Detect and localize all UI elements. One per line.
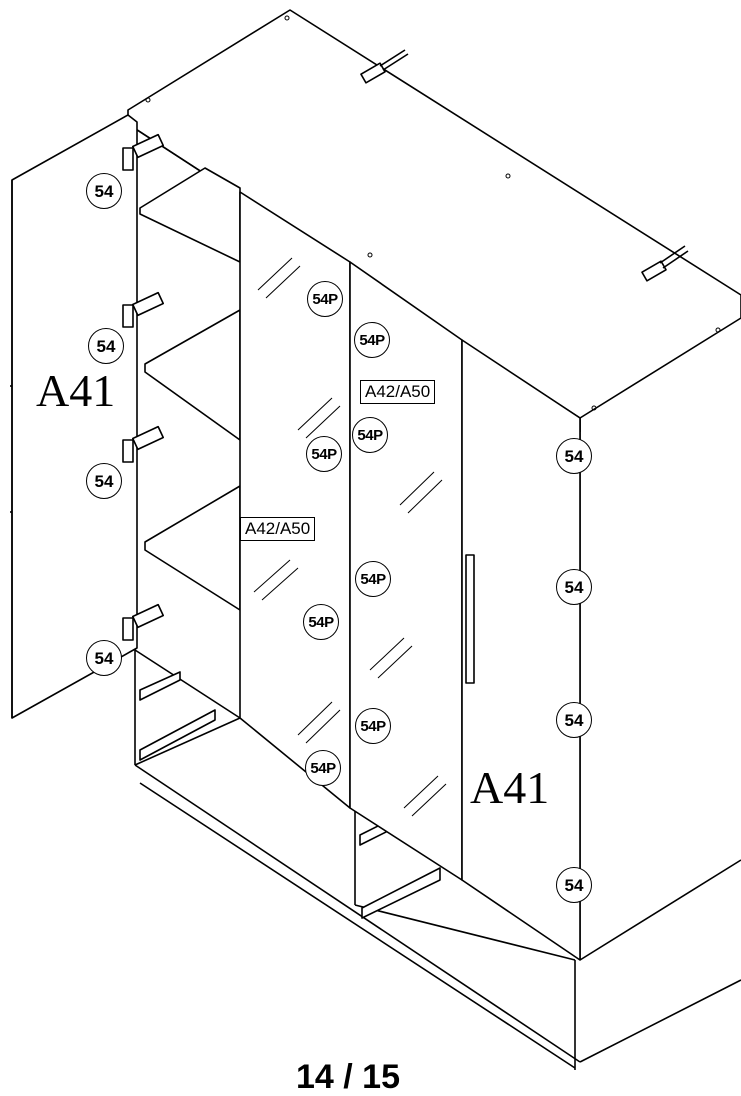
glass-right-label: A42/A50 bbox=[360, 380, 436, 404]
glass-hinge-callout: 54P bbox=[305, 750, 341, 786]
glass-hinge-callout: 54P bbox=[303, 604, 339, 640]
hinge-callout: 54 bbox=[86, 640, 122, 676]
glass-hinge-callout: 54P bbox=[355, 561, 391, 597]
cam-fitting-top-1 bbox=[360, 49, 409, 84]
glass-hinge-callout: 54P bbox=[307, 281, 343, 317]
drawer-runners bbox=[139, 671, 441, 919]
shelves bbox=[139, 167, 241, 611]
left-door bbox=[10, 114, 138, 719]
side-callout: 54 bbox=[556, 438, 592, 474]
glass-left-label: A42/A50 bbox=[240, 517, 316, 541]
hinges bbox=[122, 133, 165, 641]
cam-fitting-top-2 bbox=[641, 245, 689, 282]
glass-hinge-callout: 54P bbox=[355, 708, 391, 744]
hinge-callout: 54 bbox=[86, 173, 122, 209]
hinge-callout: 54 bbox=[88, 328, 124, 364]
side-callout: 54 bbox=[556, 702, 592, 738]
left-door-label: A41 bbox=[36, 365, 116, 416]
side-callout: 54 bbox=[556, 867, 592, 903]
side-callout: 54 bbox=[556, 569, 592, 605]
right-door bbox=[461, 339, 581, 961]
glass-hinge-callout: 54P bbox=[306, 436, 342, 472]
hinge-callout: 54 bbox=[86, 463, 122, 499]
glass-hinge-callout: 54P bbox=[354, 322, 390, 358]
glass-hinge-callout: 54P bbox=[352, 417, 388, 453]
page-number: 14 / 15 bbox=[296, 1058, 400, 1096]
right-door-label: A41 bbox=[470, 762, 550, 813]
